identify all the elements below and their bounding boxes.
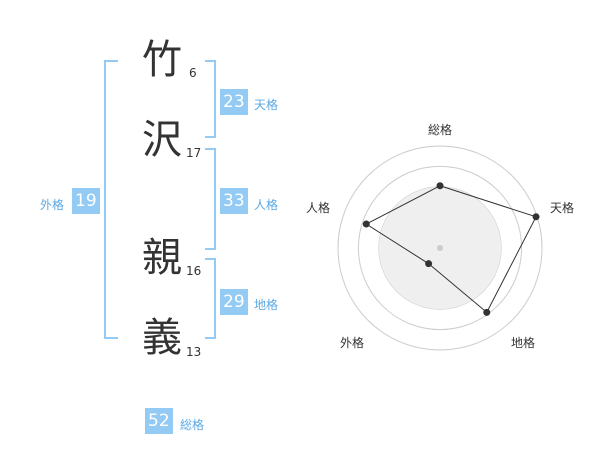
radar-ring xyxy=(357,165,523,331)
outer-bracket-top xyxy=(104,60,118,62)
ten-bracket-bottom xyxy=(205,136,216,138)
radar-data-polygon xyxy=(365,185,537,314)
radar-point-4 xyxy=(362,220,370,228)
gaikaku-label: 外格 xyxy=(40,198,65,212)
stroke-count-4: 13 xyxy=(186,345,202,359)
stroke-count-3: 16 xyxy=(186,264,202,278)
axis-label-soukaku: 総格 xyxy=(428,122,452,137)
outer-bracket-vertical xyxy=(104,60,106,339)
ten-bracket-vertical xyxy=(214,60,216,138)
jin-bracket-bottom xyxy=(205,248,216,250)
gaikaku-value-badge: 19 xyxy=(72,188,100,214)
name-char-1: 竹 xyxy=(142,37,182,83)
radar-point-0 xyxy=(436,182,444,190)
radar-point-3 xyxy=(425,260,433,268)
name-char-3: 親 xyxy=(142,235,182,281)
tenkaku-label: 天格 xyxy=(254,98,279,112)
radar-point-2 xyxy=(483,308,491,316)
chi-bracket-vertical xyxy=(214,258,216,339)
axis-label-jinkaku: 人格 xyxy=(306,200,330,215)
stroke-count-2: 17 xyxy=(186,146,202,160)
axis-label-gaikaku: 外格 xyxy=(340,335,364,350)
chikaku-label: 地格 xyxy=(254,298,279,312)
tenkaku-value-badge: 23 xyxy=(220,89,248,115)
chi-bracket-top xyxy=(205,258,216,260)
radar-data-points xyxy=(362,182,540,316)
radar-point-1 xyxy=(532,213,540,221)
name-char-4: 義 xyxy=(142,315,182,361)
jinkaku-value-badge: 33 xyxy=(220,188,248,214)
outer-bracket-bottom xyxy=(104,337,118,339)
soukaku-value-badge: 52 xyxy=(145,408,173,434)
jin-bracket-vertical xyxy=(214,148,216,250)
ten-bracket-top xyxy=(205,60,216,62)
radar-center-dot xyxy=(437,245,443,251)
axis-label-tenkaku: 天格 xyxy=(550,200,574,215)
name-char-2: 沢 xyxy=(142,117,182,163)
chikaku-value-badge: 29 xyxy=(220,289,248,315)
axis-label-chikaku: 地格 xyxy=(511,335,535,350)
stroke-count-1: 6 xyxy=(189,66,197,80)
jinkaku-label: 人格 xyxy=(254,198,279,212)
chi-bracket-bottom xyxy=(205,337,216,339)
jin-bracket-top xyxy=(205,148,216,150)
soukaku-label: 総格 xyxy=(180,418,205,432)
